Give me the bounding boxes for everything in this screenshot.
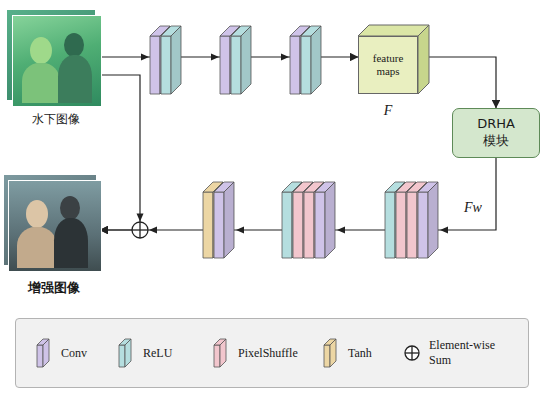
- arrowhead: [440, 227, 448, 234]
- decoder-blocks: [203, 182, 438, 258]
- legend-item: PixelShuffle: [213, 319, 298, 387]
- legend-swatch: [36, 338, 52, 368]
- encoder-blocks: [150, 26, 321, 94]
- node-label: feature maps: [362, 52, 414, 78]
- drha-module-box: DRHA 模块: [452, 108, 540, 158]
- conv-slab: [315, 182, 335, 258]
- cube-side-face: [418, 25, 429, 94]
- image-caption: 增强图像: [0, 279, 124, 297]
- arrowhead: [281, 54, 289, 61]
- arrowhead: [337, 227, 345, 234]
- legend-swatch: [323, 338, 339, 368]
- diver-head: [60, 196, 80, 220]
- image-caption: 水下图像: [0, 111, 124, 128]
- diver-body: [22, 63, 60, 103]
- diver-body: [58, 55, 92, 103]
- module-label: DRHA 模块: [469, 116, 523, 150]
- diver-head: [26, 200, 48, 228]
- arrowhead: [236, 227, 244, 234]
- diver-body: [17, 227, 57, 268]
- diver-head: [30, 37, 52, 64]
- feature-symbol: F: [335, 103, 441, 119]
- relu-slab: [231, 26, 251, 94]
- output-image: 增强图像: [8, 180, 100, 270]
- arrowhead: [137, 214, 144, 222]
- sum-symbol: [132, 222, 148, 238]
- legend-item: Conv: [36, 319, 87, 387]
- cube-top-face: [358, 25, 429, 36]
- legend-label: Tanh: [348, 346, 372, 361]
- legend-item: Element-wise Sum: [404, 319, 509, 387]
- edge-label: Fw: [462, 200, 484, 216]
- flow-arrow: [100, 75, 140, 230]
- arrowhead: [149, 227, 157, 234]
- relu-slab: [161, 26, 181, 94]
- legend-label: Conv: [61, 346, 87, 361]
- legend-item: Tanh: [323, 319, 372, 387]
- legend-label: Element-wise Sum: [429, 338, 509, 368]
- legend-swatch: [213, 338, 229, 368]
- flow-arrowheads: [141, 54, 289, 61]
- legend-item: ReLU: [118, 319, 172, 387]
- diver-head: [64, 33, 84, 57]
- legend-panel: Conv ReLU PixelShuffle Tanh Element-wise Sum: [15, 318, 529, 388]
- diver-body: [54, 218, 88, 268]
- relu-slab: [301, 26, 321, 94]
- flow-arrowheads: [137, 214, 449, 234]
- sum-symbol-sample: [404, 338, 420, 368]
- legend-swatch: [118, 338, 134, 368]
- arrowhead: [141, 54, 149, 61]
- conv-slab: [418, 182, 438, 258]
- legend-label: PixelShuffle: [238, 346, 298, 361]
- feature-maps-cube: feature mapsF: [358, 36, 418, 94]
- flow-arrow: [418, 57, 496, 108]
- conv-slab: [214, 182, 234, 258]
- legend-label: ReLU: [143, 346, 172, 361]
- input-image: 水下图像: [12, 15, 100, 105]
- arrowhead: [211, 54, 219, 61]
